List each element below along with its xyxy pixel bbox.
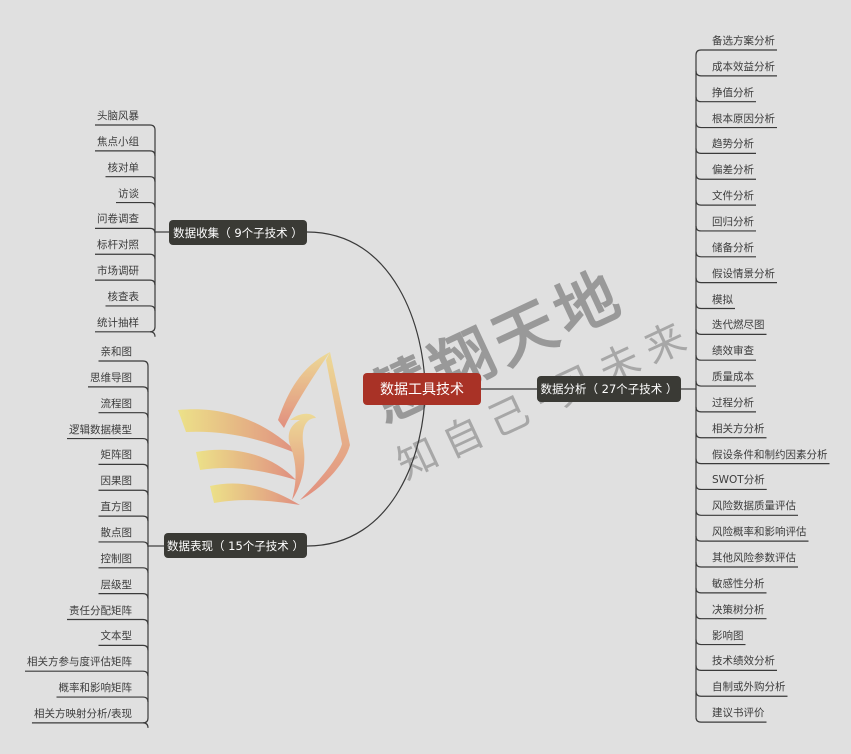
leaf-representation[interactable]: 散点图 bbox=[100, 526, 133, 539]
leaf-analysis[interactable]: 根本原因分析 bbox=[712, 112, 775, 125]
leaf-representation[interactable]: 矩阵图 bbox=[100, 449, 133, 462]
leaf-analysis[interactable]: 趋势分析 bbox=[712, 138, 754, 151]
leaf-analysis[interactable]: 模拟 bbox=[712, 293, 733, 306]
leaf-analysis[interactable]: 质量成本 bbox=[712, 371, 754, 384]
branch-label: 数据收集（ 9个子技术 ） bbox=[173, 225, 303, 240]
leaf-collection[interactable]: 标杆对照 bbox=[97, 239, 139, 252]
leaf-analysis[interactable]: 决策树分析 bbox=[712, 603, 765, 616]
leaf-analysis[interactable]: 建议书评价 bbox=[712, 707, 765, 720]
leaf-representation[interactable]: 层级型 bbox=[100, 578, 133, 591]
leaf-representation[interactable]: 亲和图 bbox=[100, 346, 133, 358]
leaf-collection[interactable]: 焦点小组 bbox=[97, 135, 139, 148]
leaf-collection[interactable]: 核对单 bbox=[107, 161, 140, 174]
leaf-representation[interactable]: 文本型 bbox=[100, 630, 133, 643]
leaf-analysis[interactable]: 风险概率和影响评估 bbox=[712, 526, 807, 539]
leaf-collection[interactable]: 统计抽样 bbox=[97, 316, 139, 329]
branch-node-representation[interactable]: 数据表现（ 15个子技术 ） bbox=[164, 533, 307, 558]
leaf-analysis[interactable]: 其他风险参数评估 bbox=[712, 552, 796, 564]
leaf-analysis[interactable]: 迭代燃尽图 bbox=[712, 319, 765, 332]
leaf-collection[interactable]: 访谈 bbox=[118, 187, 139, 200]
leaf-analysis[interactable]: 绩效审查 bbox=[712, 345, 754, 358]
leaf-representation[interactable]: 逻辑数据模型 bbox=[69, 423, 132, 436]
leaf-analysis[interactable]: 影响图 bbox=[712, 629, 744, 642]
leaf-collection[interactable]: 问卷调查 bbox=[97, 213, 139, 226]
branch-node-collection[interactable]: 数据收集（ 9个子技术 ） bbox=[169, 220, 307, 245]
leaf-representation[interactable]: 流程图 bbox=[100, 397, 133, 410]
leaf-collection[interactable]: 核查表 bbox=[107, 290, 140, 303]
root-node[interactable]: 数据工具技术 bbox=[363, 373, 481, 405]
leaf-analysis[interactable]: 回归分析 bbox=[712, 215, 754, 228]
leaf-representation[interactable]: 思维导图 bbox=[90, 371, 132, 384]
root-node-label: 数据工具技术 bbox=[380, 382, 464, 398]
leaf-analysis[interactable]: SWOT分析 bbox=[712, 474, 765, 487]
leaf-analysis[interactable]: 成本效益分析 bbox=[712, 60, 775, 73]
leaf-representation[interactable]: 责任分配矩阵 bbox=[69, 604, 132, 617]
leaf-analysis[interactable]: 假设情景分析 bbox=[712, 267, 775, 280]
leaf-analysis[interactable]: 备选方案分析 bbox=[712, 35, 775, 47]
leaf-analysis[interactable]: 文件分析 bbox=[712, 190, 754, 203]
leaf-collection[interactable]: 市场调研 bbox=[97, 265, 139, 278]
leaf-representation[interactable]: 概率和影响矩阵 bbox=[58, 682, 133, 695]
leaf-representation[interactable]: 相关方参与度评估矩阵 bbox=[27, 656, 132, 669]
leaf-representation[interactable]: 直方图 bbox=[100, 501, 133, 514]
leaf-representation[interactable]: 因果图 bbox=[100, 475, 133, 488]
leaf-analysis[interactable]: 自制或外购分析 bbox=[712, 681, 786, 694]
leaf-analysis[interactable]: 假设条件和制约因素分析 bbox=[712, 448, 828, 461]
leaf-analysis[interactable]: 相关方分析 bbox=[712, 422, 765, 435]
leaf-analysis[interactable]: 偏差分析 bbox=[712, 164, 754, 177]
leaf-analysis[interactable]: 储备分析 bbox=[712, 241, 754, 254]
watermark-title: 慧翔天地 bbox=[357, 255, 636, 437]
leaf-analysis[interactable]: 敏感性分析 bbox=[712, 577, 765, 590]
leaf-representation[interactable]: 相关方映射分析/表现 bbox=[33, 707, 132, 720]
leaf-representation[interactable]: 控制图 bbox=[100, 552, 133, 565]
branch-node-analysis[interactable]: 数据分析（ 27个子技术 ） bbox=[537, 376, 681, 402]
leaf-analysis[interactable]: 挣值分析 bbox=[712, 86, 754, 99]
branch-label: 数据分析（ 27个子技术 ） bbox=[540, 382, 678, 396]
leaf-collection[interactable]: 头脑风暴 bbox=[97, 110, 139, 122]
leaf-analysis[interactable]: 过程分析 bbox=[712, 396, 754, 409]
leaf-analysis[interactable]: 技术绩效分析 bbox=[712, 655, 775, 668]
leaf-analysis[interactable]: 风险数据质量评估 bbox=[712, 500, 796, 513]
branch-label: 数据表现（ 15个子技术 ） bbox=[167, 538, 304, 553]
